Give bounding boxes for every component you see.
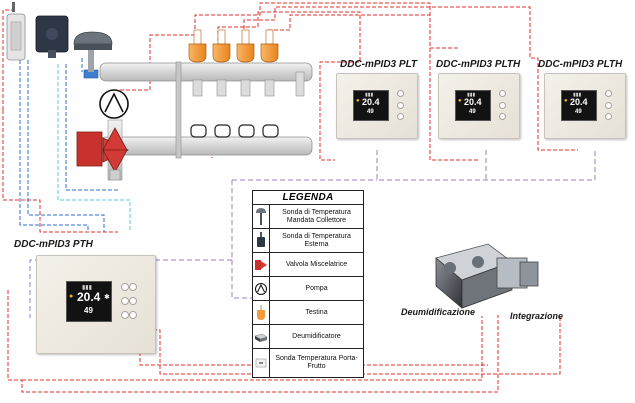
legend-title: LEGENDA (253, 191, 363, 205)
thermostat-label: DDC-mPID3 PTH (14, 239, 93, 250)
thermostat-button[interactable] (499, 101, 506, 109)
temperature-readout: 20.4 (464, 97, 482, 107)
actuator-head-icon (212, 29, 231, 63)
thermostat-panel[interactable]: ▮▮▮ ● 20.4 49 (336, 73, 418, 139)
legend-row: Testina (253, 300, 363, 325)
legend: LEGENDA Sonda di Temperatura Mandata Col… (252, 190, 364, 378)
flame-icon: ● (356, 98, 360, 104)
thermostat-button[interactable] (499, 90, 506, 97)
thermostat-button[interactable] (129, 283, 137, 291)
external-temperature-sensor-icon (6, 2, 69, 61)
pump-icon (253, 277, 270, 301)
mixing-valve-icon (76, 127, 129, 181)
dehumidifier-icon (253, 325, 270, 349)
thermostat-button[interactable] (129, 297, 137, 305)
humidity-readout: 49 (575, 109, 582, 115)
bus-wiring (29, 150, 596, 318)
thermostat-button[interactable] (121, 311, 129, 319)
thermostat-label: DDC-mPID3 PLTH (436, 59, 521, 70)
actuator-heads (188, 29, 279, 63)
external-temperature-sensor-icon (253, 229, 270, 253)
thermostat-button[interactable] (121, 283, 129, 291)
temperature-readout: 20.4 (362, 97, 380, 107)
status-dots-icon: ▮▮▮ (467, 92, 476, 98)
button-column (121, 283, 137, 319)
humidity-readout: 49 (469, 109, 476, 115)
humidity-readout: 49 (84, 306, 93, 315)
legend-row: Pompa (253, 276, 363, 301)
thermostat-button[interactable] (605, 101, 612, 109)
thermostat-display: ▮▮▮ ● 20.4 49 (561, 90, 597, 121)
button-column (397, 90, 404, 120)
thermostat-panel[interactable]: ▮▮▮ ● ✱ 20.4 49 (36, 255, 156, 354)
temperature-readout: 20.4 (77, 290, 101, 304)
legend-row: Sonda di Temperatura Mandata Collettore (253, 204, 363, 229)
pump-icon (99, 89, 129, 119)
status-dots-icon: ▮▮▮ (82, 285, 92, 291)
legend-text: Sonda di Temperatura Esterna (282, 233, 351, 248)
legend-text: Testina (305, 309, 328, 316)
actuator-head-icon (188, 29, 207, 63)
supply-temperature-sensor-icon (73, 31, 113, 79)
legend-text: Sonda di Temperatura Mandata Collettore (282, 209, 351, 224)
thermostat-panel[interactable]: ▮▮▮ ● 20.4 49 (438, 73, 520, 139)
thermostat-display: ▮▮▮ ● ✱ 20.4 49 (66, 281, 112, 322)
thermostat-button[interactable] (121, 297, 129, 305)
actuator-head-icon (260, 29, 279, 63)
actuator-head-icon (253, 301, 270, 325)
wall-box-sensor-icon (253, 349, 270, 377)
flame-icon: ● (69, 293, 74, 300)
legend-text: Deumidificatore (292, 333, 341, 340)
legend-row: Deumidificatore (253, 324, 363, 349)
actuator-head-icon (236, 29, 255, 63)
fan-icon: ✱ (104, 294, 110, 301)
thermostat-label: DDC-mPID3 PLT (340, 59, 418, 70)
flame-icon: ● (458, 98, 462, 104)
button-column (605, 90, 612, 120)
legend-text: Pompa (305, 285, 328, 292)
thermostat-label: DDC-mPID3 PLTH (538, 59, 623, 70)
thermostat-panel[interactable]: ▮▮▮ ● 20.4 49 (544, 73, 626, 139)
flame-icon: ● (564, 98, 568, 104)
thermostat-button[interactable] (397, 101, 404, 109)
humidity-readout: 49 (367, 109, 374, 115)
button-column (499, 90, 506, 120)
thermostat-button[interactable] (499, 113, 506, 120)
thermostat-button[interactable] (605, 90, 612, 97)
legend-text: Sonda Temperatura Porta-Frutto (275, 355, 358, 370)
temperature-readout: 20.4 (570, 97, 588, 107)
integration-label: Integrazione (510, 311, 564, 321)
status-dots-icon: ▮▮▮ (365, 92, 374, 98)
thermostat-button[interactable] (129, 311, 137, 319)
mixing-valve-icon (253, 253, 270, 277)
legend-text: Valvola Miscelatrice (285, 261, 348, 268)
thermostat-display: ▮▮▮ ● 20.4 49 (455, 90, 491, 121)
thermostat-button[interactable] (605, 113, 612, 120)
supply-temperature-sensor-icon (253, 205, 270, 229)
thermostat-button[interactable] (397, 113, 404, 120)
thermostat-button[interactable] (397, 90, 404, 97)
legend-row: Sonda Temperatura Porta-Frutto (253, 348, 363, 377)
status-dots-icon: ▮▮▮ (573, 92, 582, 98)
sensor-wiring (19, 58, 131, 232)
dehumidifier-icon (435, 243, 539, 309)
legend-row: Sonda di Temperatura Esterna (253, 228, 363, 253)
manifold (99, 61, 313, 181)
legend-row: Valvola Miscelatrice (253, 252, 363, 277)
dehumidification-label: Deumidificazione (401, 307, 476, 317)
thermostat-display: ▮▮▮ ● 20.4 49 (353, 90, 389, 121)
